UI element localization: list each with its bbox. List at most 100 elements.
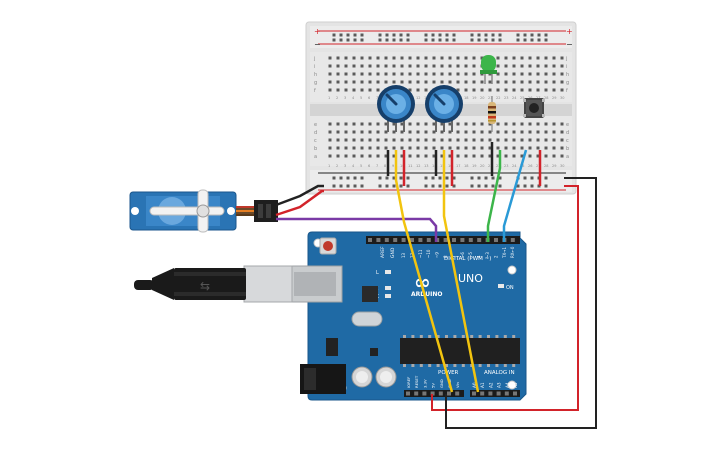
rail-hole[interactable] [491, 176, 495, 180]
rail-hole[interactable] [438, 184, 442, 188]
breadboard-hole[interactable] [504, 138, 508, 142]
breadboard-hole[interactable] [448, 64, 452, 68]
rail-hole[interactable] [445, 184, 449, 188]
wire-pot1-signal[interactable] [394, 150, 454, 393]
breadboard-hole[interactable] [520, 122, 524, 126]
breadboard-hole[interactable] [448, 146, 452, 150]
rail-hole[interactable] [431, 33, 435, 37]
rail-hole[interactable] [516, 33, 520, 37]
breadboard-hole[interactable] [376, 56, 380, 60]
rail-hole[interactable] [353, 184, 357, 188]
resistor[interactable] [488, 96, 496, 132]
breadboard-hole[interactable] [368, 154, 372, 158]
breadboard-hole[interactable] [504, 122, 508, 126]
breadboard-hole[interactable] [392, 72, 396, 76]
rail-hole[interactable] [399, 33, 403, 37]
rail-hole[interactable] [399, 38, 403, 42]
rail-hole[interactable] [544, 33, 548, 37]
breadboard-hole[interactable] [376, 146, 380, 150]
breadboard-hole[interactable] [424, 146, 428, 150]
breadboard-hole[interactable] [360, 154, 364, 158]
breadboard-hole[interactable] [368, 130, 372, 134]
breadboard-hole[interactable] [360, 80, 364, 84]
header-pin-hole[interactable] [443, 238, 448, 242]
breadboard-hole[interactable] [328, 146, 332, 150]
header-pin-hole[interactable] [384, 238, 389, 242]
breadboard-hole[interactable] [432, 56, 436, 60]
breadboard-hole[interactable] [472, 56, 476, 60]
breadboard-hole[interactable] [440, 72, 444, 76]
breadboard-hole[interactable] [456, 64, 460, 68]
breadboard-hole[interactable] [352, 72, 356, 76]
breadboard-hole[interactable] [480, 80, 484, 84]
rail-hole[interactable] [491, 33, 495, 37]
breadboard-hole[interactable] [392, 130, 396, 134]
breadboard-hole[interactable] [456, 138, 460, 142]
rail-hole[interactable] [438, 33, 442, 37]
breadboard-hole[interactable] [360, 64, 364, 68]
header-pin-hole[interactable] [393, 238, 398, 242]
breadboard-hole[interactable] [464, 72, 468, 76]
breadboard-hole[interactable] [448, 154, 452, 158]
breadboard-hole[interactable] [448, 138, 452, 142]
power-pin-hole[interactable] [455, 391, 460, 396]
header-pin-hole[interactable] [410, 238, 414, 242]
rail-hole[interactable] [484, 184, 488, 188]
rail-hole[interactable] [498, 38, 502, 42]
rail-hole[interactable] [332, 33, 336, 37]
breadboard-hole[interactable] [432, 154, 436, 158]
rail-hole[interactable] [385, 38, 389, 42]
breadboard-hole[interactable] [496, 138, 500, 142]
breadboard-hole[interactable] [376, 64, 380, 68]
breadboard-hole[interactable] [560, 130, 564, 134]
power-pin-hole[interactable] [422, 391, 427, 396]
breadboard-hole[interactable] [384, 56, 388, 60]
breadboard-hole[interactable] [400, 130, 404, 134]
rail-hole[interactable] [406, 38, 410, 42]
breadboard-hole[interactable] [344, 72, 348, 76]
breadboard-hole[interactable] [424, 154, 428, 158]
breadboard-hole[interactable] [552, 146, 556, 150]
breadboard-hole[interactable] [424, 64, 428, 68]
breadboard-hole[interactable] [560, 80, 564, 84]
header-pin-hole[interactable] [452, 238, 456, 242]
breadboard-hole[interactable] [536, 146, 540, 150]
breadboard-hole[interactable] [496, 80, 500, 84]
breadboard-hole[interactable] [536, 130, 540, 134]
rail-hole[interactable] [438, 38, 442, 42]
servo-horn[interactable] [149, 206, 225, 216]
breadboard-hole[interactable] [464, 138, 468, 142]
power-pin-hole[interactable] [414, 391, 419, 396]
rail-hole[interactable] [399, 184, 403, 188]
rail-hole[interactable] [424, 176, 428, 180]
breadboard-hole[interactable] [536, 88, 540, 92]
rail-hole[interactable] [537, 38, 541, 42]
breadboard-hole[interactable] [560, 146, 564, 150]
rail-hole[interactable] [445, 33, 449, 37]
rail-hole[interactable] [516, 184, 520, 188]
reset-button[interactable] [319, 237, 337, 255]
rail-hole[interactable] [498, 184, 502, 188]
header-pin-hole[interactable] [468, 238, 473, 242]
breadboard-hole[interactable] [552, 122, 556, 126]
wire-pot2-signal[interactable] [442, 150, 480, 393]
breadboard-hole[interactable] [432, 122, 436, 126]
breadboard-hole[interactable] [480, 122, 484, 126]
breadboard-hole[interactable] [536, 122, 540, 126]
rail-hole[interactable] [484, 176, 488, 180]
rail-hole[interactable] [392, 33, 396, 37]
breadboard-hole[interactable] [496, 130, 500, 134]
rail-hole[interactable] [491, 38, 495, 42]
rail-hole[interactable] [392, 38, 396, 42]
breadboard-hole[interactable] [560, 138, 564, 142]
rail-hole[interactable] [477, 33, 481, 37]
breadboard-hole[interactable] [368, 64, 372, 68]
breadboard-hole[interactable] [440, 122, 444, 126]
rail-hole[interactable] [360, 38, 364, 42]
breadboard-hole[interactable] [520, 88, 524, 92]
rail-hole[interactable] [360, 184, 364, 188]
breadboard-hole[interactable] [448, 80, 452, 84]
breadboard-hole[interactable] [512, 154, 516, 158]
rail-hole[interactable] [477, 176, 481, 180]
rail-hole[interactable] [498, 176, 502, 180]
